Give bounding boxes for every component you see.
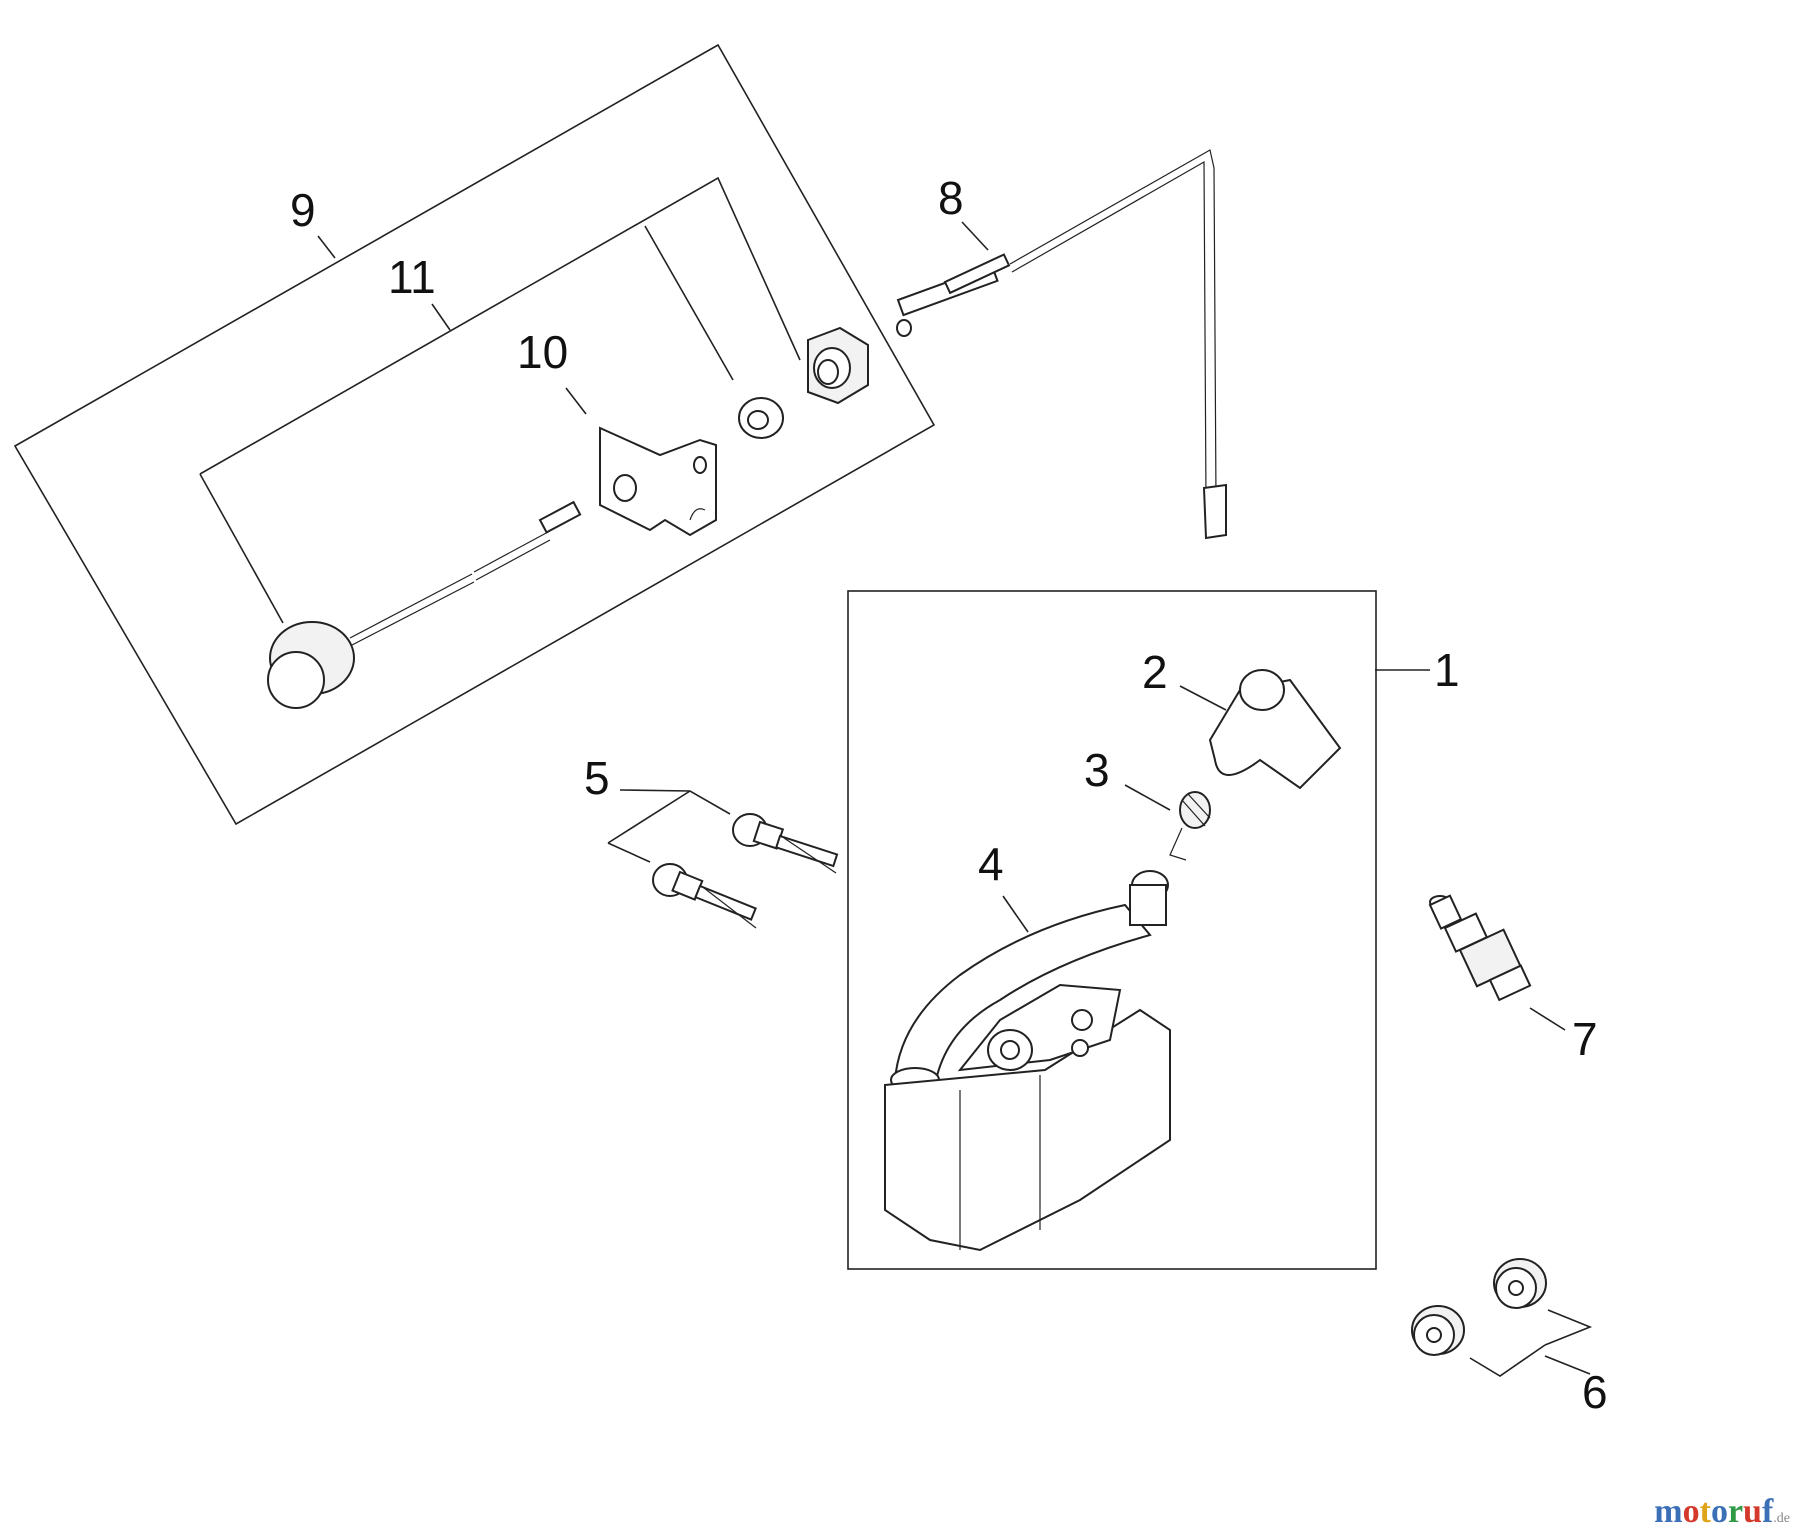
watermark-letter: r [1727,1493,1744,1530]
watermark-letter: o [1710,1493,1728,1530]
callout-5: 5 [584,752,610,804]
watermark-logo: motoruf.de [1654,1493,1790,1531]
assembly-box-1 [847,590,1377,1270]
callout-3: 3 [1084,744,1110,796]
callout-2: 2 [1142,646,1168,698]
lock-washer [738,397,784,439]
callout-7: 7 [1572,1013,1598,1065]
spacers-part-6 [1411,1258,1547,1356]
ignition-coil-part-4 [884,870,1171,1252]
assembly-frame-9 [13,43,936,826]
watermark-letter: t [1699,1493,1711,1530]
callout-8: 8 [938,172,964,224]
watermark-letters: motoruf [1654,1493,1773,1530]
primer-bulb-part-11 [267,500,582,709]
plug-cap-part-2 [1208,669,1342,790]
watermark-letter: m [1654,1493,1683,1530]
callout-10: 10 [517,326,568,378]
watermark-letter: f [1761,1493,1774,1530]
callout-6: 6 [1582,1366,1608,1418]
stop-wire-part-8 [896,149,1227,540]
watermark-letter: o [1682,1493,1700,1530]
callout-11: 11 [388,251,436,303]
callout-4: 4 [978,838,1004,890]
hex-nut [807,326,869,405]
callout-1: 1 [1434,644,1460,696]
assembly-bracket-11 [199,176,801,475]
watermark-suffix: .de [1773,1511,1790,1526]
bolts-part-5 [652,813,839,929]
callout-9: 9 [290,184,316,236]
spring-part-3 [1169,791,1211,861]
bracket-part-10 [599,426,717,537]
spark-plug-part-7 [1428,894,1532,1002]
watermark-letter: u [1743,1493,1762,1530]
